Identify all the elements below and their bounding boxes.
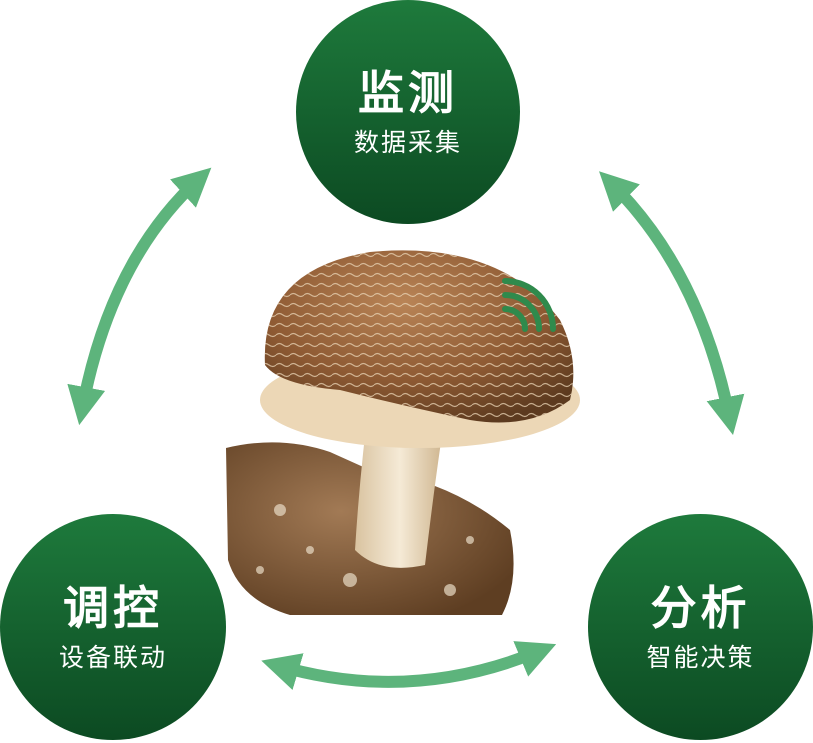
node-monitor-title: 监测 [358, 65, 458, 120]
arrow-monitor-control [67, 167, 212, 426]
wifi-signal-icon [502, 278, 556, 332]
mushroom-cap-texture [264, 250, 574, 423]
node-control: 调控 设备联动 [0, 514, 226, 740]
node-analyze-title: 分析 [650, 580, 751, 635]
node-analyze-subtitle: 智能决策 [646, 642, 755, 672]
node-control-title: 调控 [63, 580, 163, 635]
arrow-monitor-analyze [599, 171, 745, 436]
mushroom-icon [226, 250, 580, 615]
arrow-control-analyze [261, 641, 557, 690]
node-monitor-subtitle: 数据采集 [353, 127, 462, 157]
node-control-subtitle: 设备联动 [58, 642, 167, 672]
node-monitor: 监测 数据采集 [296, 0, 520, 224]
node-analyze: 分析 智能决策 [588, 514, 813, 740]
